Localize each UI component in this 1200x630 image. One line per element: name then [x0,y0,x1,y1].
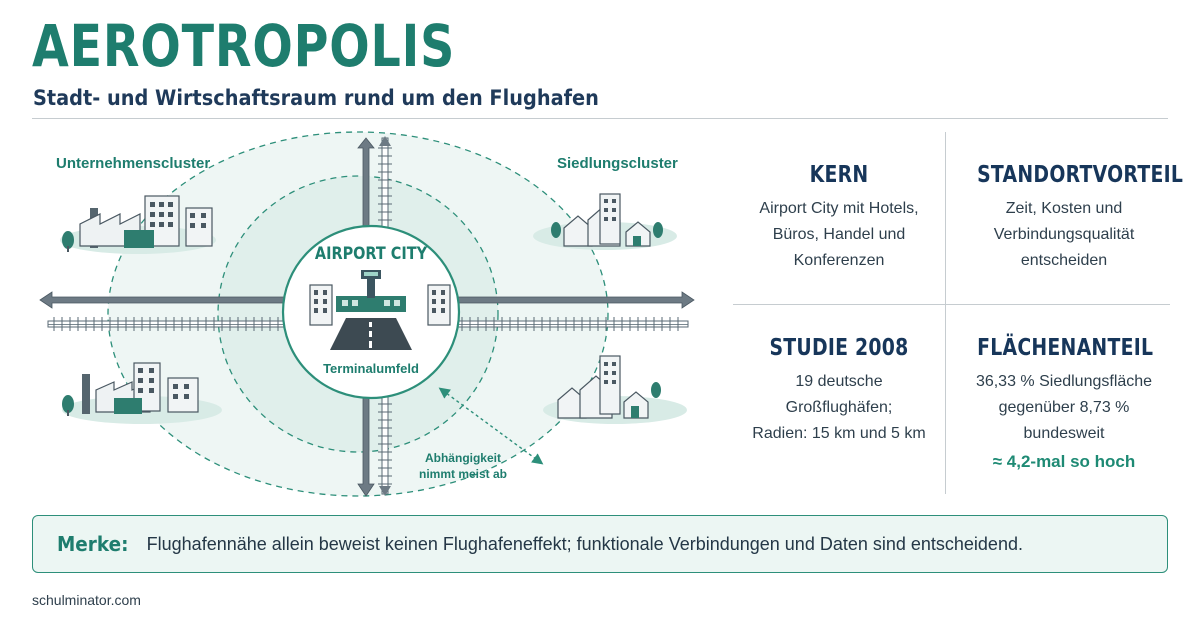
terminal-caption: Terminalumfeld [323,361,419,376]
industry-cluster-bottom-left [62,362,222,424]
dependency-arrow [438,387,544,465]
office-tower-right [427,284,451,326]
runway [330,318,412,350]
card-standortvorteil: STANDORTVORTEIL Zeit, Kosten und Verbind… [958,162,1184,274]
card-studie-title: STUDIE 2008 [769,335,909,361]
card-standortvorteil-text: Zeit, Kosten und Verbindungsqualität ent… [993,200,1135,269]
merke-label: Merke: [57,532,129,556]
grid-divider-vertical [945,132,946,494]
aerotropolis-diagram: AIRPORT CITY Terminalumfeld Unternehmens… [30,128,710,506]
office-tower-left [309,284,333,326]
settlement-cluster-top-right [533,193,677,250]
label-settlement-cluster: Siedlungscluster [557,155,678,172]
info-grid: KERN Airport City mit Hotels, Büros, Han… [733,132,1184,494]
card-flaechenanteil-highlight: ≈ 4,2-mal so hoch [992,452,1136,471]
dependency-label-line2: nimmt meist ab [419,467,507,481]
card-flaechenanteil: FLÄCHENANTEIL 36,33 % Siedlungsfläche ge… [958,335,1170,475]
card-kern: KERN Airport City mit Hotels, Büros, Han… [733,162,945,274]
dependency-label-line1: Abhängigkeit [425,451,501,465]
airport-city-label: AIRPORT CITY [315,243,428,263]
card-flaechenanteil-text: 36,33 % Siedlungsfläche gegenüber 8,73 %… [975,373,1153,442]
header-divider [32,118,1168,119]
card-studie: STUDIE 2008 19 deutsche Großflughäfen; R… [733,335,945,447]
card-kern-text: Airport City mit Hotels, Büros, Handel u… [759,200,919,269]
card-standortvorteil-title: STANDORTVORTEIL [977,162,1184,188]
card-studie-text: 19 deutsche Großflughäfen; Radien: 15 km… [752,373,926,442]
grid-divider-horizontal [733,304,1170,305]
industry-cluster-top-left [60,195,216,254]
settlement-cluster-bottom-right [543,355,687,424]
terminal-building [336,270,406,312]
page-title: AEROTROPOLIS [32,12,456,80]
merke-text: Flughafennähe allein beweist keinen Flug… [146,533,1023,554]
label-business-cluster: Unternehmenscluster [56,155,210,172]
diagram-svg: AIRPORT CITY Terminalumfeld Unternehmens… [39,131,695,497]
page-subtitle: Stadt- und Wirtschaftsraum rund um den F… [33,86,599,110]
footer-source[interactable]: schulminator.com [32,592,141,608]
card-flaechenanteil-title: FLÄCHENANTEIL [977,335,1154,361]
merke-box: Merke: Flughafennähe allein beweist kein… [32,515,1168,573]
card-kern-title: KERN [809,162,869,188]
